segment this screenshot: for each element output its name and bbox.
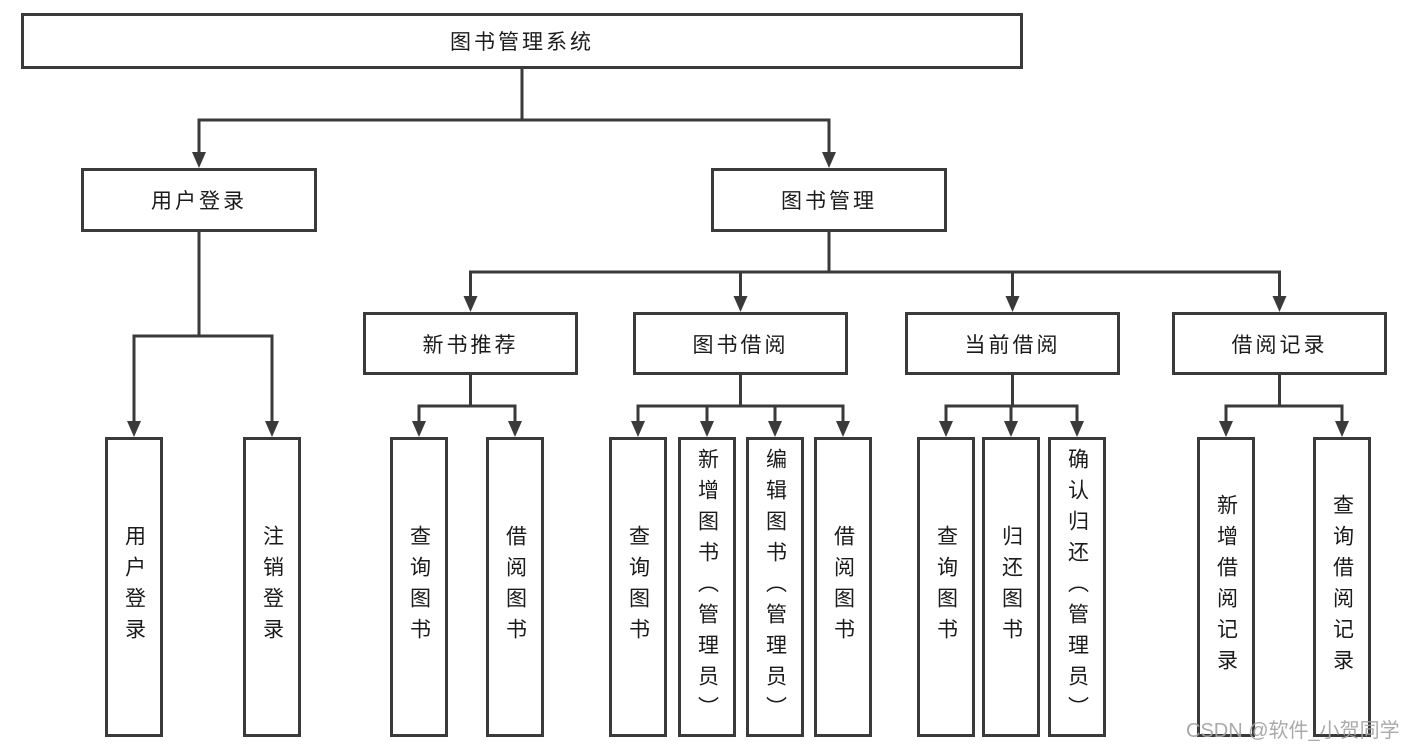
connector-root-branch xyxy=(197,69,831,154)
watermark: CSDN @软件_小贺同学 xyxy=(1186,720,1400,742)
leaf-borrow-edit-books-admin: 编辑图书（管理员） xyxy=(746,437,804,737)
node-root: 图书管理系统 xyxy=(21,13,1023,69)
node-new-book-recommend: 新书推荐 xyxy=(363,312,578,375)
leaf-logout-label: 注销登录 xyxy=(260,525,284,649)
leaf-current-query-books-label: 查询图书 xyxy=(934,525,958,649)
leaf-new-book-borrow-books: 借阅图书 xyxy=(486,437,544,737)
leaf-user-login-label: 用户登录 xyxy=(122,525,146,649)
node-book-borrowing: 图书借阅 xyxy=(633,312,848,375)
leaf-borrow-borrow-books: 借阅图书 xyxy=(814,437,872,737)
leaf-new-book-query-books: 查询图书 xyxy=(390,437,448,737)
connector-current-borrow-branch xyxy=(944,375,1079,424)
node-user-login-label: 用户登录 xyxy=(151,190,247,213)
arrowhead-level1-group xyxy=(192,152,836,168)
arrowhead-book-borrow-group xyxy=(631,421,850,437)
leaf-records-add-record: 新增借阅记录 xyxy=(1197,437,1255,737)
leaf-logout: 注销登录 xyxy=(243,437,301,737)
connector-borrow-record-branch xyxy=(1224,375,1344,424)
connector-user-login-branch xyxy=(132,232,274,424)
node-borrowing-records: 借阅记录 xyxy=(1172,312,1387,375)
node-current-borrowing-label: 当前借阅 xyxy=(964,333,1061,357)
node-book-borrowing-label: 图书借阅 xyxy=(692,333,789,357)
leaf-current-confirm-return-admin: 确认归还（管理员） xyxy=(1048,437,1106,737)
arrowhead-borrow-record-group xyxy=(1219,421,1349,437)
arrowhead-new-book-group xyxy=(412,421,522,437)
leaf-borrow-add-books-admin-label: 新增图书（管理员） xyxy=(695,447,719,727)
node-borrowing-records-label: 借阅记录 xyxy=(1231,333,1328,357)
leaf-borrow-borrow-books-label: 借阅图书 xyxy=(831,525,855,649)
node-new-book-recommend-label: 新书推荐 xyxy=(422,333,519,357)
connector-book-borrow-branch xyxy=(636,375,845,424)
connector-new-book-branch xyxy=(417,375,517,424)
node-book-management: 图书管理 xyxy=(711,168,947,232)
leaf-current-return-books-label: 归还图书 xyxy=(999,525,1023,649)
leaf-borrow-query-books-label: 查询图书 xyxy=(626,525,650,649)
leaf-records-add-record-label: 新增借阅记录 xyxy=(1214,494,1238,680)
node-root-label: 图书管理系统 xyxy=(450,31,594,54)
connector-book-mgmt-branch xyxy=(469,232,1281,299)
leaf-borrow-edit-books-admin-label: 编辑图书（管理员） xyxy=(763,447,787,727)
arrowhead-current-borrow-group xyxy=(939,421,1084,437)
leaf-borrow-add-books-admin: 新增图书（管理员） xyxy=(678,437,736,737)
node-current-borrowing: 当前借阅 xyxy=(905,312,1120,375)
leaf-user-login: 用户登录 xyxy=(105,437,163,737)
leaf-new-book-query-books-label: 查询图书 xyxy=(407,525,431,649)
leaf-current-query-books: 查询图书 xyxy=(917,437,975,737)
leaf-records-query-record: 查询借阅记录 xyxy=(1313,437,1371,737)
node-user-login: 用户登录 xyxy=(81,168,317,232)
node-book-management-label: 图书管理 xyxy=(781,190,877,213)
arrowhead-user-login-group xyxy=(127,421,279,437)
leaf-current-return-books: 归还图书 xyxy=(982,437,1040,737)
leaf-new-book-borrow-books-label: 借阅图书 xyxy=(503,525,527,649)
leaf-current-confirm-return-admin-label: 确认归还（管理员） xyxy=(1065,447,1089,727)
leaf-borrow-query-books: 查询图书 xyxy=(609,437,667,737)
leaf-records-query-record-label: 查询借阅记录 xyxy=(1330,494,1354,680)
arrowhead-level2-group xyxy=(463,296,1287,312)
